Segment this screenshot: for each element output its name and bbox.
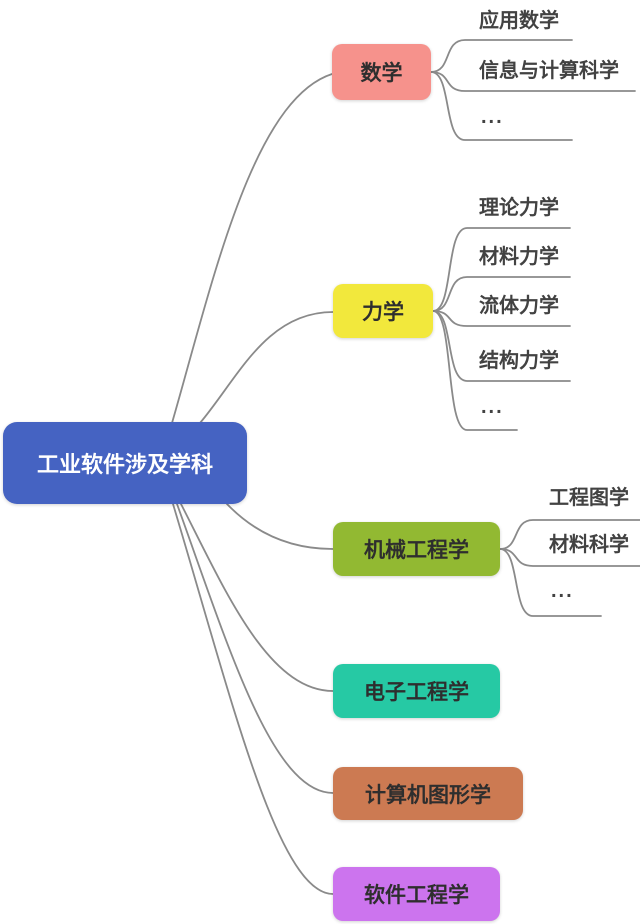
subtopic-theoretical-mechanics[interactable]: 理论力学 xyxy=(479,197,559,219)
subtopic-me-ellipsis[interactable]: ... xyxy=(551,580,574,602)
root-topic-label: 工业软件涉及学科 xyxy=(36,452,213,477)
subtopic-mechanics-ellipsis[interactable]: ... xyxy=(481,396,504,418)
branch-topic-label: 机械工程学 xyxy=(364,539,469,562)
branch-topic-label: 电子工程学 xyxy=(364,681,469,704)
edge-me-child-3 xyxy=(499,548,602,617)
branch-topic-label: 数学 xyxy=(360,62,403,85)
branch-topic-label: 力学 xyxy=(362,301,404,324)
subtopic-structural-mechanics[interactable]: 结构力学 xyxy=(479,350,559,372)
subtopic-material-mechanics[interactable]: 材料力学 xyxy=(479,246,559,268)
subtopic-applied-math[interactable]: 应用数学 xyxy=(479,10,559,32)
edge-mechanics-child-1 xyxy=(432,227,571,312)
edge-math-child-3 xyxy=(430,71,573,141)
branch-topic-label: 计算机图形学 xyxy=(365,783,491,807)
edge-me-child-2 xyxy=(499,548,640,567)
subtopic-engineering-graphics[interactable]: 工程图学 xyxy=(549,487,629,509)
branch-topic-mechanics[interactable]: 力学 xyxy=(333,284,433,338)
root-topic[interactable]: 工业软件涉及学科 xyxy=(3,422,247,504)
edge-math-child-1 xyxy=(430,39,573,73)
subtopic-math-ellipsis[interactable]: ... xyxy=(481,106,504,128)
edge-root-software-engineering xyxy=(172,503,334,895)
branch-topic-software-engineering[interactable]: 软件工程学 xyxy=(333,867,500,921)
subtopic-information-computing-science[interactable]: 信息与计算科学 xyxy=(479,60,619,82)
edge-mechanics-child-2 xyxy=(432,276,571,312)
edge-root-electronic-engineering xyxy=(180,503,334,692)
edge-me-child-1 xyxy=(499,519,640,550)
branch-topic-mechanical-engineering[interactable]: 机械工程学 xyxy=(333,522,500,576)
edge-root-math xyxy=(171,73,333,424)
edge-mechanics-child-5 xyxy=(432,310,518,431)
branch-topic-math[interactable]: 数学 xyxy=(332,44,431,100)
branch-topic-electronic-engineering[interactable]: 电子工程学 xyxy=(333,664,500,718)
branch-topic-label: 软件工程学 xyxy=(364,884,469,907)
branch-topic-computer-graphics[interactable]: 计算机图形学 xyxy=(333,767,523,820)
subtopic-material-science[interactable]: 材料科学 xyxy=(549,534,629,556)
edge-mechanics-child-3 xyxy=(432,310,571,327)
subtopic-fluid-mechanics[interactable]: 流体力学 xyxy=(479,295,559,317)
edge-math-child-2 xyxy=(430,71,636,92)
edge-group xyxy=(171,39,640,895)
edge-root-mechanics xyxy=(199,311,334,424)
edge-root-mechanical-engineering xyxy=(226,503,334,550)
edge-root-computer-graphics xyxy=(176,503,334,794)
